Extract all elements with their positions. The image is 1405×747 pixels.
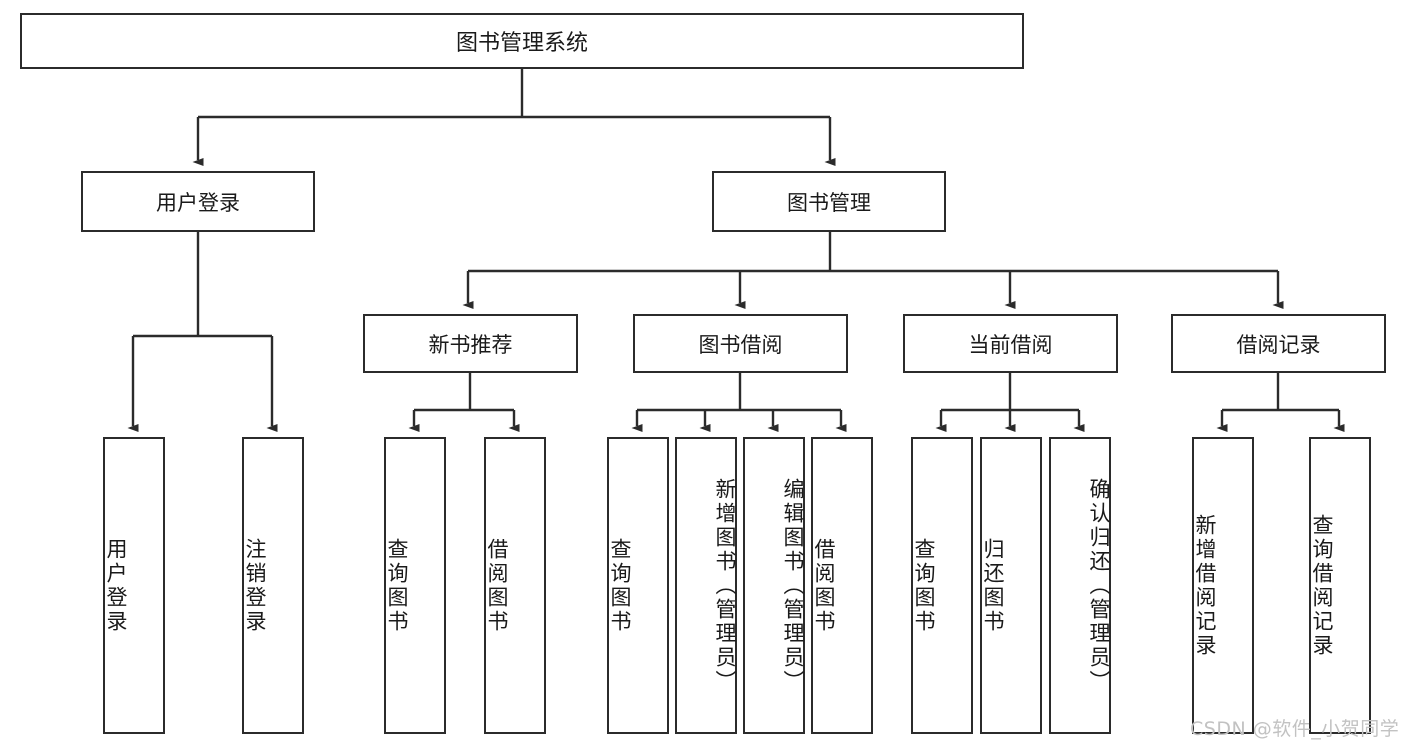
- leaf-return-book[interactable]: 归还图书: [980, 437, 1042, 734]
- node-root-book-management-system[interactable]: 图书管理系统: [20, 13, 1024, 69]
- leaf-query-book-borrow[interactable]: 查询图书: [607, 437, 669, 734]
- leaf-add-borrow-record[interactable]: 新增借阅记录: [1192, 437, 1254, 734]
- leaf-borrow-book-recommend[interactable]: 借阅图书: [484, 437, 546, 734]
- leaf-borrow-book[interactable]: 借阅图书: [811, 437, 873, 734]
- node-borrow-record[interactable]: 借阅记录: [1171, 314, 1386, 373]
- leaf-edit-book-admin[interactable]: 编辑图书（管理员）: [743, 437, 805, 734]
- leaf-query-book-current[interactable]: 查询图书: [911, 437, 973, 734]
- leaf-add-book-admin[interactable]: 新增图书（管理员）: [675, 437, 737, 734]
- leaf-user-logout[interactable]: 注销登录: [242, 437, 304, 734]
- csdn-watermark: CSDN @软件_小贺同学: [1190, 718, 1400, 740]
- leaf-user-login[interactable]: 用户登录: [103, 437, 165, 734]
- leaf-query-borrow-record[interactable]: 查询借阅记录: [1309, 437, 1371, 734]
- node-book-borrow[interactable]: 图书借阅: [633, 314, 848, 373]
- leaf-query-book-recommend[interactable]: 查询图书: [384, 437, 446, 734]
- node-user-login[interactable]: 用户登录: [81, 171, 315, 232]
- node-book-management[interactable]: 图书管理: [712, 171, 946, 232]
- node-current-borrow[interactable]: 当前借阅: [903, 314, 1118, 373]
- node-new-book-recommend[interactable]: 新书推荐: [363, 314, 578, 373]
- leaf-confirm-return-admin[interactable]: 确认归还（管理员）: [1049, 437, 1111, 734]
